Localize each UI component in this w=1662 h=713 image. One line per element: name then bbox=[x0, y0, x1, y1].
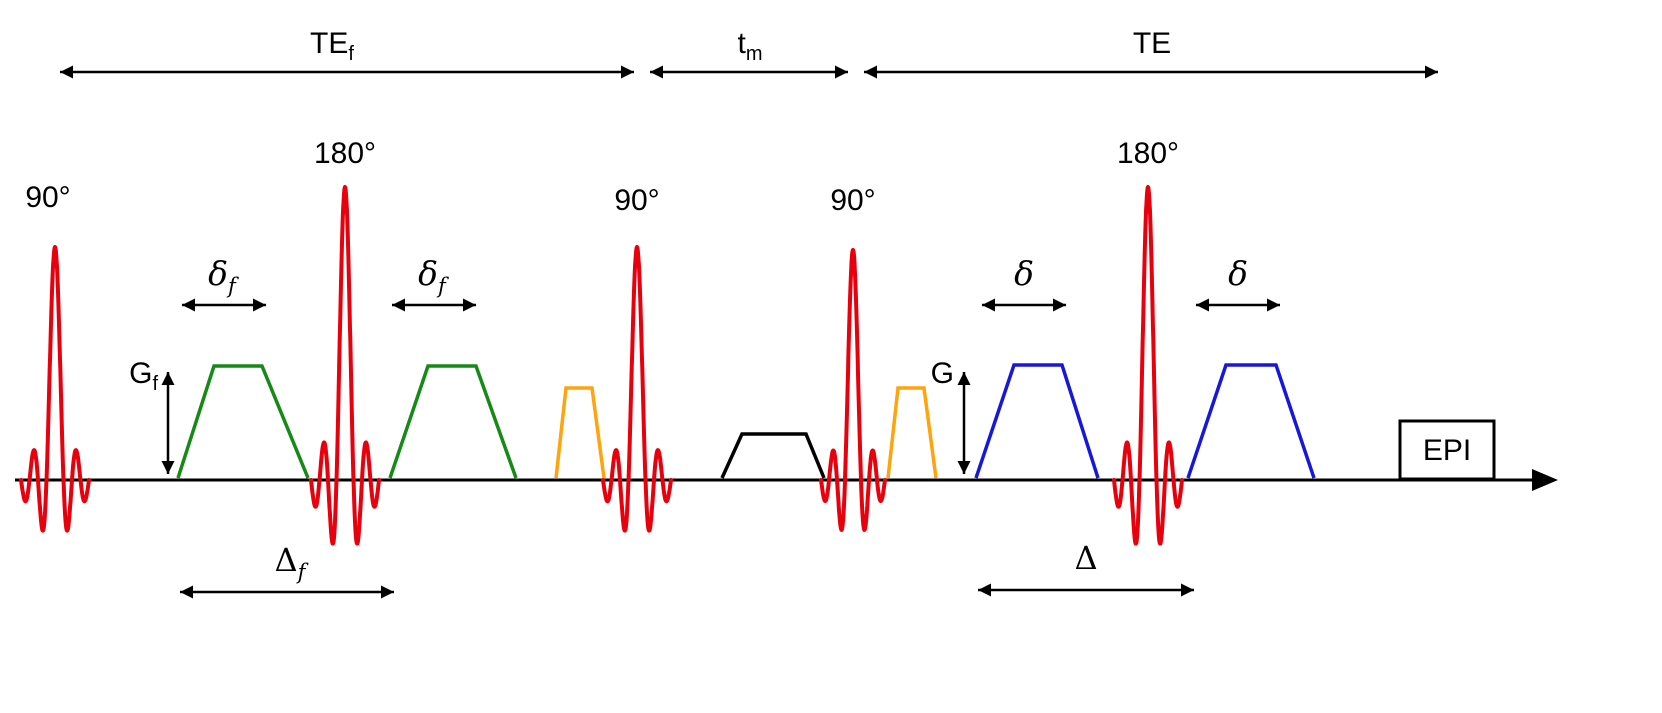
rf-180-pulse-1 bbox=[309, 185, 381, 546]
gradient-waveforms bbox=[176, 363, 1316, 479]
delta-label-2: δ bbox=[1228, 254, 1248, 293]
time-axis-arrowhead bbox=[1532, 469, 1558, 491]
gradient-duration-annotations: δf δf δ δ bbox=[182, 254, 1280, 312]
time-axis bbox=[15, 469, 1558, 491]
delta-separation-label: Δ bbox=[1074, 539, 1097, 577]
te-label: TE bbox=[1133, 27, 1171, 60]
delta-label-1: δ bbox=[1014, 254, 1034, 293]
rf-pulses bbox=[19, 185, 1184, 546]
g-f-label: Gf bbox=[129, 357, 158, 395]
delta-f-label-1: δf bbox=[208, 254, 239, 298]
rf-90-pulse-1 bbox=[19, 245, 91, 533]
diffusion-gradient-1 bbox=[974, 363, 1100, 479]
epi-label: EPI bbox=[1423, 434, 1471, 467]
rf-90-label-3: 90° bbox=[830, 184, 875, 217]
te-f-label: TEf bbox=[310, 27, 354, 65]
gradient-separation-annotations: Δf Δ bbox=[180, 539, 1194, 599]
rf-90-label-2: 90° bbox=[614, 184, 659, 217]
rf-180-label-1: 180° bbox=[314, 137, 376, 170]
g-label: G bbox=[931, 357, 954, 390]
delta-f-separation-label: Δf bbox=[275, 541, 309, 584]
rf-90-label-1: 90° bbox=[25, 181, 70, 214]
crusher-gradient-2 bbox=[886, 386, 938, 479]
diffusion-gradient-2 bbox=[1186, 363, 1316, 479]
timing-interval-te: TE bbox=[864, 27, 1438, 79]
rf-labels: 90° 180° 90° 90° 180° bbox=[25, 137, 1179, 217]
rf-180-pulse-2 bbox=[1112, 185, 1184, 546]
filter-gradient-1 bbox=[176, 364, 310, 479]
delta-f-label-2: δf bbox=[418, 254, 449, 298]
epi-readout: EPI bbox=[1398, 419, 1496, 481]
mixing-time-gradient bbox=[720, 432, 826, 479]
crusher-gradient-1 bbox=[554, 386, 606, 479]
timing-interval-te-f: TEf bbox=[60, 27, 634, 79]
timing-interval-tm: tm bbox=[650, 27, 848, 79]
tm-label: tm bbox=[737, 27, 762, 65]
rf-90-pulse-2 bbox=[601, 245, 673, 533]
rf-180-label-2: 180° bbox=[1117, 137, 1179, 170]
filter-gradient-2 bbox=[388, 364, 518, 479]
epi-readout-box bbox=[1398, 419, 1496, 481]
gradient-amplitude-annotations: Gf G bbox=[129, 357, 971, 474]
rf-90-pulse-3 bbox=[819, 248, 887, 532]
